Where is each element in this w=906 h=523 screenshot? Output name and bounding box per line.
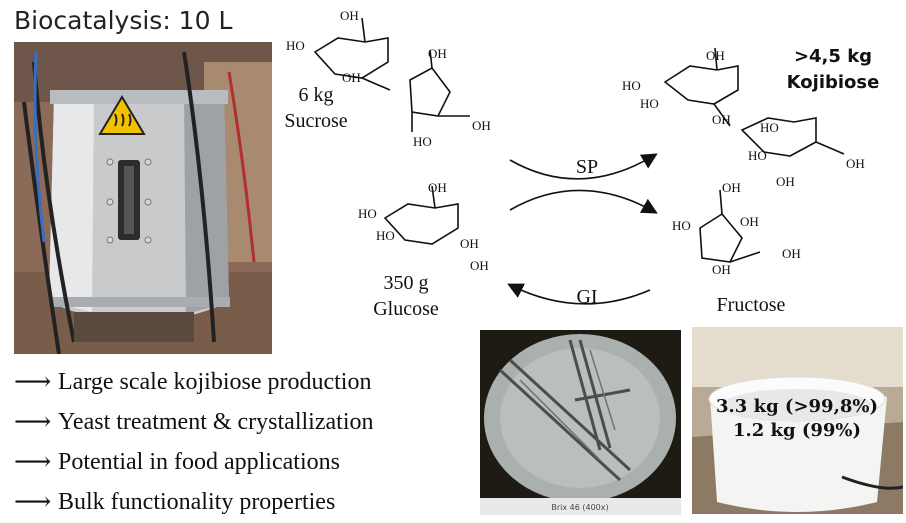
oh-label: OH xyxy=(470,258,489,273)
oh-label: OH xyxy=(472,118,491,133)
oh-label: OH xyxy=(428,46,447,61)
oh-label: OH xyxy=(460,236,479,251)
right-arrow-icon: ⟶ xyxy=(14,487,52,516)
ho-label: HO xyxy=(358,206,377,221)
hot-surface-warning-icon xyxy=(98,95,146,135)
ho-label: HO xyxy=(622,78,641,93)
list-item: ⟶ Bulk functionality properties xyxy=(14,482,373,522)
reaction-scheme xyxy=(313,17,845,305)
sucrose-name: Sucrose xyxy=(284,110,348,132)
crystal-micrograph: Brix 46 (400x) xyxy=(480,330,681,515)
sucrose-label: 6 kg Sucrose xyxy=(276,82,356,134)
list-item: ⟶ Yeast treatment & crystallization xyxy=(14,402,373,442)
oh-label: OH xyxy=(782,246,801,261)
fructose-name: Fructose xyxy=(716,294,786,316)
kojibiose-name: Kojibiose xyxy=(786,72,880,93)
ho-label: HO xyxy=(760,120,779,135)
sucrose-amount: 6 kg xyxy=(298,84,334,106)
right-arrow-icon: ⟶ xyxy=(14,367,52,396)
oh-label: OH xyxy=(712,262,731,277)
ho-label: HO xyxy=(413,134,432,149)
oh-label: OH xyxy=(340,8,359,23)
right-arrow-icon: ⟶ xyxy=(14,407,52,436)
enzyme-sp-label: SP xyxy=(575,156,599,178)
kojibiose-amount: >4,5 kg xyxy=(793,46,873,67)
ho-label: HO xyxy=(672,218,691,233)
product-photo xyxy=(692,327,903,514)
reactor-photo xyxy=(14,42,272,354)
oh-label: OH xyxy=(706,48,725,63)
oh-label: OH xyxy=(342,70,361,85)
ho-label: HO xyxy=(286,38,305,53)
ho-label: HO xyxy=(376,228,395,243)
oh-label: OH xyxy=(846,156,865,171)
oh-label: OH xyxy=(740,214,759,229)
bullet-text: Bulk functionality properties xyxy=(58,488,336,515)
product-yield-2: 1.2 kg (99%) xyxy=(732,420,862,441)
oh-label: OH xyxy=(776,174,795,189)
oh-label: OH xyxy=(428,180,447,195)
list-item: ⟶ Large scale kojibiose production xyxy=(14,362,373,402)
kojibiose-label: >4,5 kg Kojibiose xyxy=(778,44,888,96)
ho-label: HO xyxy=(748,148,767,163)
page-title: Biocatalysis: 10 L xyxy=(14,6,233,35)
oh-label: OH xyxy=(722,180,741,195)
glucose-label: 350 g Glucose xyxy=(362,270,450,322)
enzyme-gi-label: GI xyxy=(576,286,598,308)
glucose-amount: 350 g xyxy=(383,272,429,294)
right-arrow-icon: ⟶ xyxy=(14,447,52,476)
glucose-name: Glucose xyxy=(373,298,439,320)
oh-label: OH xyxy=(712,112,731,127)
bullet-list: ⟶ Large scale kojibiose production ⟶ Yea… xyxy=(14,362,373,522)
bullet-text: Yeast treatment & crystallization xyxy=(58,408,374,435)
ho-label: HO xyxy=(640,96,659,111)
bullet-text: Potential in food applications xyxy=(58,448,340,475)
bullet-text: Large scale kojibiose production xyxy=(58,368,372,395)
micrograph-caption: Brix 46 (400x) xyxy=(551,503,608,512)
list-item: ⟶ Potential in food applications xyxy=(14,442,373,482)
product-yield-1: 3.3 kg (>99,8%) xyxy=(716,396,878,417)
